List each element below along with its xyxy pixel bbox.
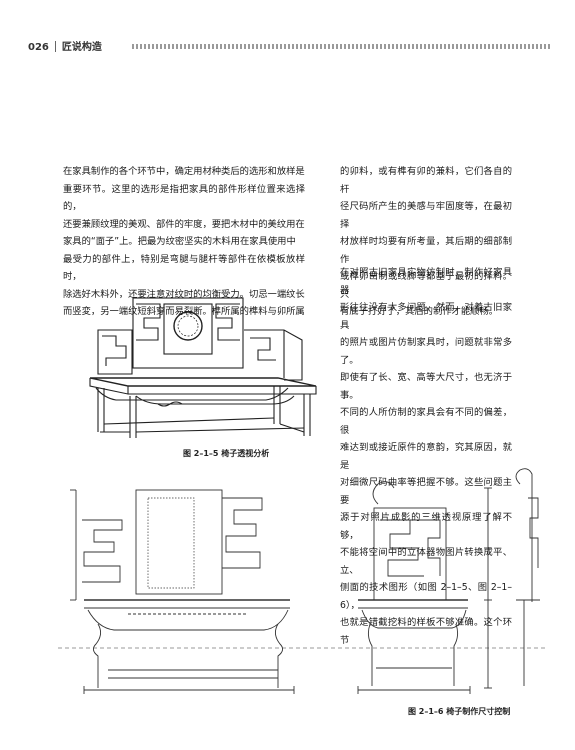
text-line: 在对照古旧家具实物仿制时，制作好家具器	[340, 267, 512, 296]
figure-caption-2-1-5: 图 2–1–5 椅子透视分析	[183, 449, 270, 458]
text-line: 不能将空间中的立体器物图片转换成平、立、	[340, 547, 512, 576]
text-line: 也就是错截挖料的样板不够准确。这个环节	[340, 617, 512, 646]
text-line: 侧面的技术图形（如图 2–1–5、图 2–1–6），	[340, 582, 512, 611]
text-line: 最受力的部件上，特别是弯腿与腿杆等部件在依模板放样时，	[63, 253, 305, 283]
body-text-right-column-paragraph-1: 的卯料，或有榫有卯的兼料，它们各自的杆 径尺码所产生的美感与牢固度等，在最初择 …	[340, 163, 512, 321]
text-line: 重要环节。这里的选形是指把家具的部件形样位置来选择的，	[63, 183, 305, 213]
header-pattern-band	[132, 44, 552, 49]
figure-caption-2-1-6: 图 2–1–6 椅子制作尺寸控制	[408, 707, 511, 716]
text-line: 难达到或接近原件的意韵，究其原因，就是	[340, 442, 512, 471]
text-line: 除选好木料外，还要注意对纹时的均衡受力。切忌一端纹长	[63, 288, 305, 300]
text-line: 还要兼顾纹理的美观、部件的牢度，要把木材中的美纹用在	[63, 218, 305, 230]
text-line: 对细微尺码曲率等把握不够。这些问题主要	[340, 477, 512, 506]
text-line: 即使有了长、宽、高等大尺寸，也无济于事。	[340, 372, 512, 401]
body-text-left-column: 在家具制作的各个环节中，确定用材种类后的选形和放样是 重要环节。这里的选形是指把…	[63, 163, 305, 321]
text-line: 源于对照片成影的三维透视原理了解不够，	[340, 512, 512, 541]
text-line: 不同的人所仿制的家具会有不同的偏差，很	[340, 407, 512, 436]
chair-measured-drawing	[58, 468, 548, 694]
text-line: 或榫卯凿制或线脚等都基于最初的择料。只	[340, 271, 512, 300]
text-line: 的照片或图片仿制家具时，问题就非常多了。	[340, 337, 512, 366]
header-divider	[54, 41, 56, 52]
book-title: 匠说构造	[61, 42, 102, 53]
text-line: 形往往没有太多问题。然而，对着古旧家具	[340, 302, 512, 331]
text-line: 材放样时均要有所考量，其后期的细部制作	[340, 236, 512, 265]
text-line: 在家具制作的各个环节中，确定用材种类后的选形和放样是	[63, 166, 305, 177]
text-line: 而竖変，另一端纹短斜穿而易裂断。榫所属的榫料与卯所属	[63, 306, 305, 317]
text-line: 有底子打好了，其后的制作才能顺畅。	[340, 306, 499, 317]
text-line: 的卯料，或有榫有卯的兼料，它们各自的杆	[340, 166, 512, 195]
page-number: 026	[28, 42, 49, 53]
running-header: 026 匠说构造	[28, 38, 102, 53]
body-text-right-column-paragraph-2: 在对照古旧家具实物仿制时，制作好家具器 形往往没有太多问题。然而，对着古旧家具 …	[340, 264, 512, 649]
text-line: 家具的“面子”上。把最为纹密坚实的木料用在家具使用中	[63, 236, 296, 247]
chair-perspective-sketch	[89, 297, 317, 438]
text-line: 径尺码所产生的美感与牢固度等，在最初择	[340, 201, 512, 230]
